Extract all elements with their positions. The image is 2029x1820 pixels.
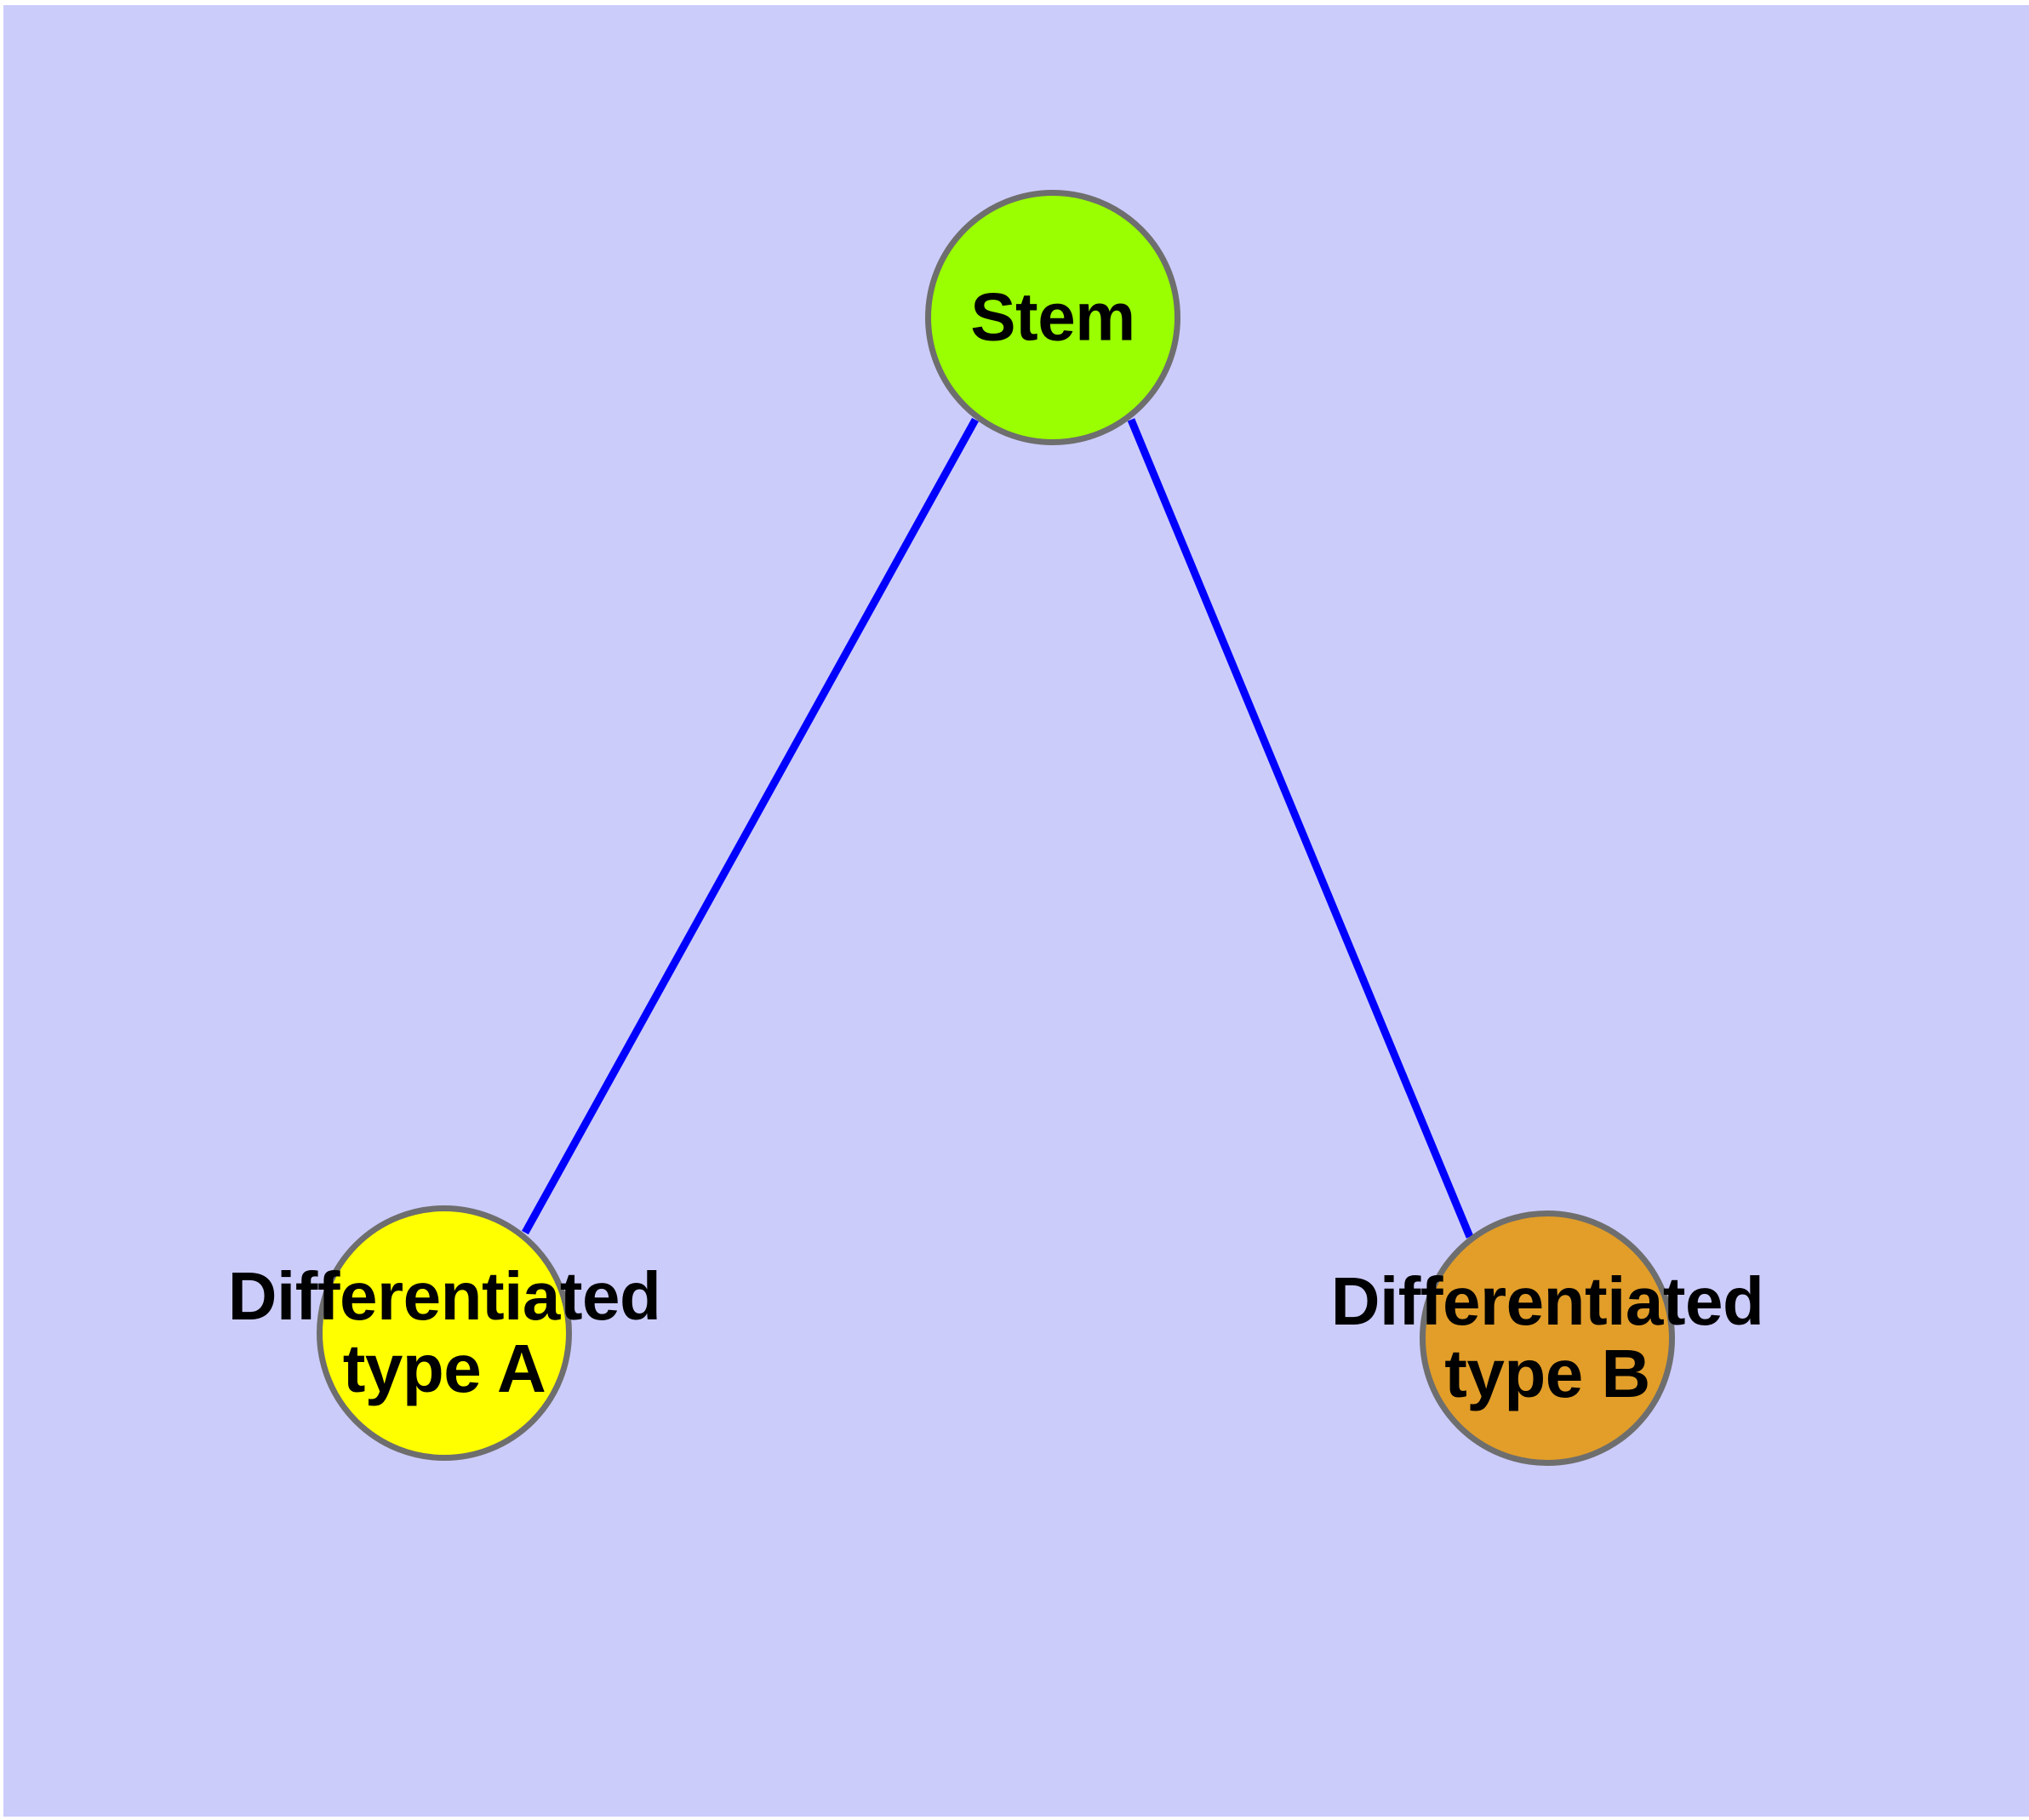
- edge-layer: [522, 417, 1474, 1239]
- edge-stem-to-diff-b[interactable]: [1127, 418, 1474, 1239]
- node-differentiated-type-b-circle: [1420, 1210, 1675, 1466]
- edge-stem-to-diff-a[interactable]: [522, 417, 979, 1235]
- node-stem-circle: [925, 190, 1180, 445]
- node-differentiated-type-a-circle: [317, 1205, 572, 1461]
- node-stem[interactable]: Stem: [925, 190, 1180, 445]
